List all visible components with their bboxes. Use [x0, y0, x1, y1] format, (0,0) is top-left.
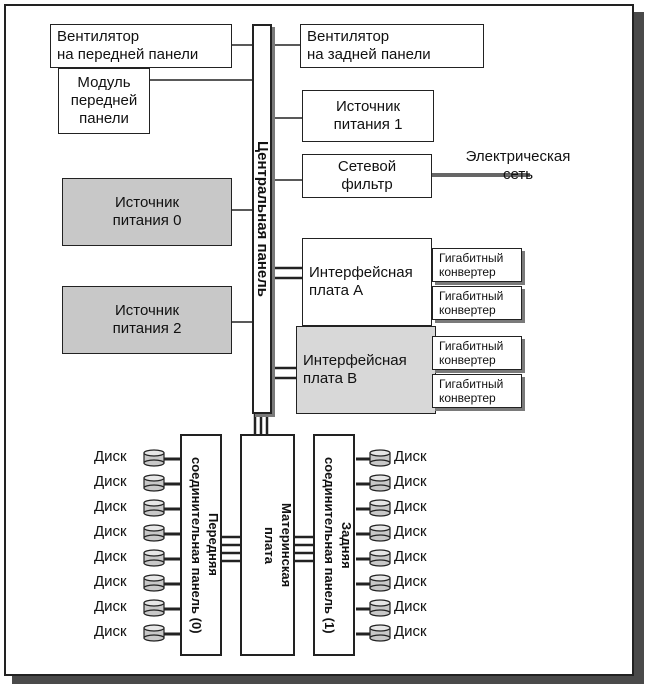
- front-disk-label: Диск: [94, 598, 127, 615]
- front-disk-icon: [143, 524, 180, 542]
- rear-fan-box: Вентилятор на задней панели: [300, 24, 484, 68]
- central-panel: [252, 24, 272, 414]
- rear-disk-label: Диск: [394, 523, 427, 540]
- front-panel-module: Модуль передней панели: [58, 68, 150, 134]
- rear-disk-icon: [356, 624, 391, 642]
- front-disk-icon: [143, 449, 180, 467]
- interface-board-a: Интерфейсная плата A: [302, 238, 432, 326]
- rear-disk-label: Диск: [394, 473, 427, 490]
- central-panel-label: Центральная панель: [254, 140, 271, 298]
- rear-disk-icon: [356, 574, 391, 592]
- rear-disk-label: Диск: [394, 548, 427, 565]
- motherboard-label: Материнская плата: [262, 502, 294, 588]
- front-disk-label: Диск: [94, 448, 127, 465]
- mains-label: Электрическая сеть: [465, 148, 571, 183]
- rear-backplane: [313, 434, 355, 656]
- gbic-a1: Гигабитный конвертер: [432, 248, 522, 282]
- network-filter: Сетевой фильтр: [302, 154, 432, 198]
- rear-disk-label: Диск: [394, 598, 427, 615]
- front-disk-icon: [143, 549, 180, 567]
- rear-disk-label: Диск: [394, 448, 427, 465]
- front-disk-label: Диск: [94, 498, 127, 515]
- rear-disk-label: Диск: [394, 573, 427, 590]
- front-backplane-label: Передняя соединительная панель (0): [189, 456, 221, 634]
- power-supply-2: Источник питания 2: [62, 286, 232, 354]
- interface-board-b: Интерфейсная плата B: [296, 326, 436, 414]
- rear-disk-label: Диск: [394, 623, 427, 640]
- rear-disk-icon: [356, 599, 391, 617]
- front-disk-icon: [143, 499, 180, 517]
- front-fan-box: Вентилятор на передней панели: [50, 24, 232, 68]
- front-backplane: [180, 434, 222, 656]
- rear-backplane-label: Задняя соединительная панель (1): [322, 456, 354, 634]
- motherboard: [240, 434, 295, 656]
- rear-disk-icon: [356, 549, 391, 567]
- front-disk-icon: [143, 599, 180, 617]
- gbic-b2: Гигабитный конвертер: [432, 374, 522, 408]
- gbic-b1: Гигабитный конвертер: [432, 336, 522, 370]
- power-supply-0: Источник питания 0: [62, 178, 232, 246]
- rear-disk-icon: [356, 449, 391, 467]
- rear-disk-icon: [356, 499, 391, 517]
- front-disk-label: Диск: [94, 523, 127, 540]
- front-disk-label: Диск: [94, 573, 127, 590]
- front-disk-icon: [143, 474, 180, 492]
- front-disk-label: Диск: [94, 473, 127, 490]
- rear-disk-icon: [356, 474, 391, 492]
- front-disk-label: Диск: [94, 548, 127, 565]
- front-disk-label: Диск: [94, 623, 127, 640]
- front-disk-icon: [143, 624, 180, 642]
- power-supply-1: Источник питания 1: [302, 90, 434, 142]
- rear-disk-icon: [356, 524, 391, 542]
- front-disk-icon: [143, 574, 180, 592]
- rear-disk-label: Диск: [394, 498, 427, 515]
- gbic-a2: Гигабитный конвертер: [432, 286, 522, 320]
